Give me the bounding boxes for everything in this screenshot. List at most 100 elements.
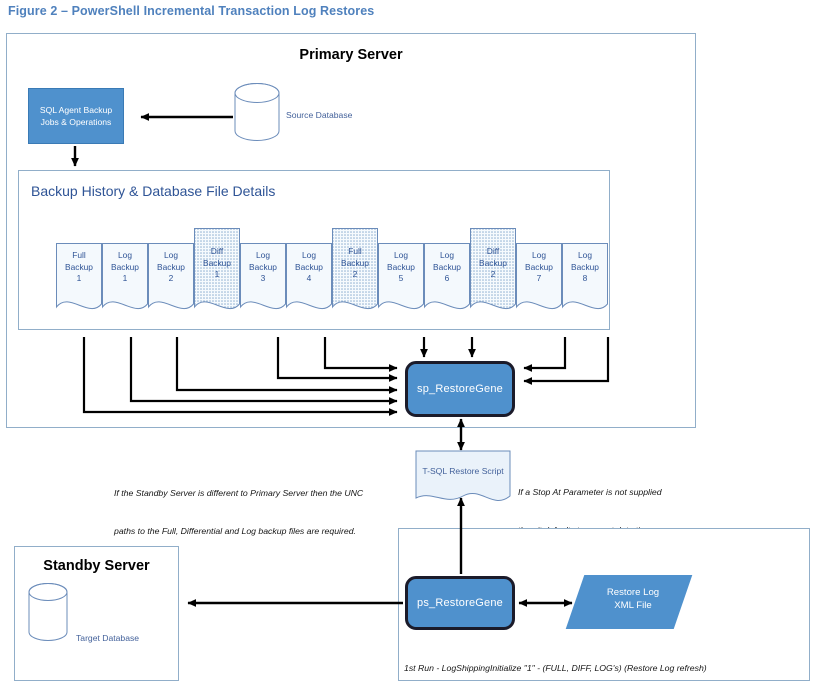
backup-item-line2: Backup	[479, 257, 507, 268]
backup-item-line2: Backup	[525, 261, 553, 272]
backup-item-line3: 5	[398, 273, 404, 283]
backup-item-line3: 8	[582, 273, 588, 283]
backup-item-line1: Log	[164, 250, 178, 260]
stopat-note-line-1: If a Stop At Parameter is not supplied	[518, 487, 662, 497]
backup-item-line2: Backup	[433, 261, 461, 272]
backup-item-line2: Backup	[65, 261, 93, 272]
unc-note-line-1: If the Standby Server is different to Pr…	[114, 488, 364, 498]
backup-item-line3: 4	[306, 273, 312, 283]
backup-document-shape	[424, 243, 470, 310]
backup-document-shape	[562, 243, 608, 310]
backup-history-title: Backup History & Database File Details	[31, 183, 276, 199]
backup-item-line2: Backup	[203, 257, 231, 268]
backup-item-line2: Backup	[111, 261, 139, 272]
backup-item-line1: Log	[118, 250, 132, 260]
backup-item-line2: Backup	[249, 261, 277, 272]
sql-agent-line-2: Jobs & Operations	[40, 117, 112, 127]
sql-agent-backup-jobs-box[interactable]: SQL Agent Backup Jobs & Operations	[28, 88, 124, 144]
backup-document-shape	[240, 243, 286, 310]
backup-item-line1: Full	[348, 246, 362, 256]
restore-log-xml-line-2: XML File	[614, 600, 652, 611]
backup-item-line1: Full	[72, 250, 86, 260]
backup-item-line1: Log	[394, 250, 408, 260]
source-database-icon	[234, 83, 280, 141]
standby-server-title: Standby Server	[43, 558, 150, 574]
source-database-label: Source Database	[286, 110, 353, 120]
backup-document-shape	[286, 243, 332, 310]
backup-item-line3: 1	[76, 273, 82, 283]
backup-item-line3: 2	[352, 269, 358, 279]
sql-agent-line-1: SQL Agent Backup	[39, 105, 113, 115]
backup-item-line3: 6	[444, 273, 450, 283]
run-note-line-1: 1st Run - LogShippingInitialize "1" - (F…	[404, 663, 707, 673]
target-database-cylinder	[26, 582, 70, 642]
unc-note-line-2: paths to the Full, Differential and Log …	[114, 525, 356, 536]
source-database-cylinder	[232, 82, 282, 142]
backup-item-line1: Diff	[486, 246, 500, 256]
sp-restoregene-label: sp_RestoreGene	[417, 383, 503, 395]
backup-item-line2: Backup	[295, 261, 323, 272]
backup-item-line1: Log	[578, 250, 592, 260]
restore-log-xml-file-label: Restore Log XML File	[588, 586, 678, 612]
backup-document-shape	[378, 243, 424, 310]
backup-item-line3: 7	[536, 273, 542, 283]
backup-item-line2: Backup	[341, 257, 369, 268]
backup-item-line1: Diff	[210, 246, 224, 256]
backup-item-line3: 2	[168, 273, 174, 283]
backup-item-line3: 3	[260, 273, 266, 283]
backup-item-line3: 1	[214, 269, 220, 279]
figure-title: Figure 2 – PowerShell Incremental Transa…	[8, 4, 375, 18]
backup-document-shape	[332, 228, 378, 310]
backup-item-line1: Log	[302, 250, 316, 260]
tsql-restore-script-shape	[415, 450, 511, 506]
primary-server-title: Primary Server	[299, 47, 403, 63]
target-database-icon	[28, 583, 68, 641]
backup-item-line1: Log	[256, 250, 270, 260]
backup-item-line2: Backup	[571, 261, 599, 272]
tsql-restore-script-label: T-SQL Restore Script	[422, 466, 504, 476]
backup-document-shape	[470, 228, 516, 310]
backup-document-shape	[194, 228, 240, 310]
ps-restoregene-label: ps_RestoreGene	[417, 597, 503, 609]
logshipping-initialize-notes: 1st Run - LogShippingInitialize "1" - (F…	[404, 637, 749, 689]
backup-item-line2: Backup	[387, 261, 415, 272]
ps-restoregene-box[interactable]: ps_RestoreGene	[405, 576, 515, 630]
backup-item-line2: Backup	[157, 261, 185, 272]
backup-document-shape	[56, 243, 102, 310]
backup-item-line1: Log	[440, 250, 454, 260]
backup-item-line3: 2	[490, 269, 496, 279]
document-shape-icon	[415, 450, 511, 501]
backup-item-line3: 1	[122, 273, 128, 283]
sp-restoregene-box[interactable]: sp_RestoreGene	[405, 361, 515, 417]
unc-paths-annotation: If the Standby Server is different to Pr…	[114, 462, 363, 562]
backup-document-shape	[516, 243, 562, 310]
restore-log-xml-line-1: Restore Log	[606, 587, 660, 598]
backup-document-shape	[102, 243, 148, 310]
